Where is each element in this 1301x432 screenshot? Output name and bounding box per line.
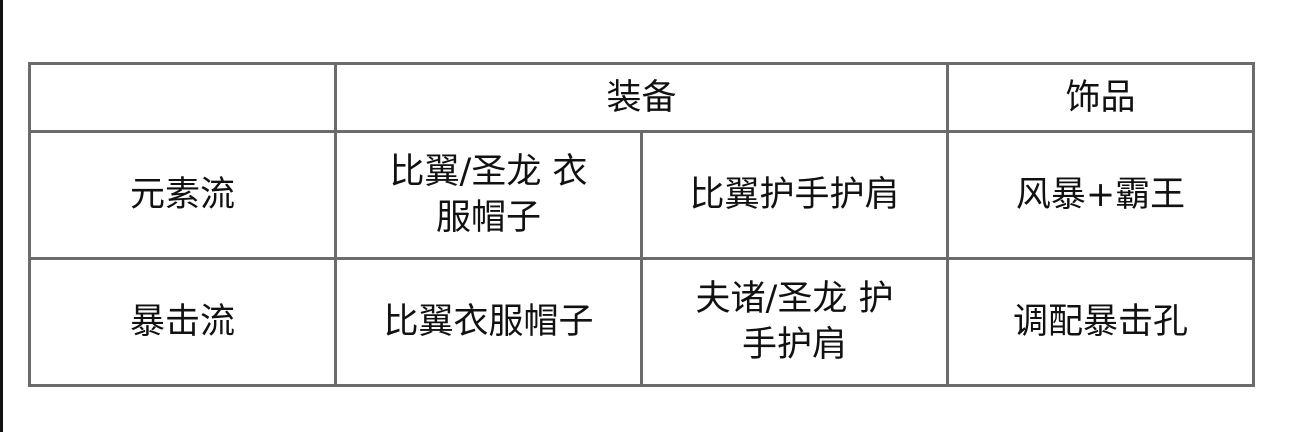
cell-line: 夫诸/圣龙 护	[695, 279, 894, 319]
accessory-cell: 风暴+霸王	[946, 130, 1255, 260]
build-table: 装备 饰品 元素流 比翼/圣龙 衣 服帽子 比翼护手护肩 风暴+霸王 暴击流 比…	[28, 62, 1255, 387]
header-accessory: 饰品	[946, 62, 1255, 133]
equip-cell-1: 比翼衣服帽子	[334, 257, 643, 387]
left-edge-bar	[0, 0, 3, 432]
equip-cell-2: 夫诸/圣龙 护 手护肩	[640, 257, 949, 387]
header-row: 装备 饰品	[28, 62, 1255, 133]
header-equipment: 装备	[334, 62, 949, 133]
row-name: 暴击流	[28, 257, 337, 387]
equip-cell-2: 比翼护手护肩	[640, 130, 949, 260]
accessory-cell: 调配暴击孔	[946, 257, 1255, 387]
equip-cell-1: 比翼/圣龙 衣 服帽子	[334, 130, 643, 260]
cell-line: 手护肩	[741, 325, 847, 365]
cell-line: 服帽子	[435, 198, 541, 238]
cell-line: 比翼衣服帽子	[383, 302, 594, 342]
cell-line: 比翼/圣龙 衣	[389, 152, 588, 192]
table-row: 元素流 比翼/圣龙 衣 服帽子 比翼护手护肩 风暴+霸王	[28, 130, 1255, 260]
header-corner	[28, 62, 337, 133]
table-row: 暴击流 比翼衣服帽子 夫诸/圣龙 护 手护肩 调配暴击孔	[28, 257, 1255, 387]
cell-line: 比翼护手护肩	[689, 175, 900, 215]
row-name: 元素流	[28, 130, 337, 260]
